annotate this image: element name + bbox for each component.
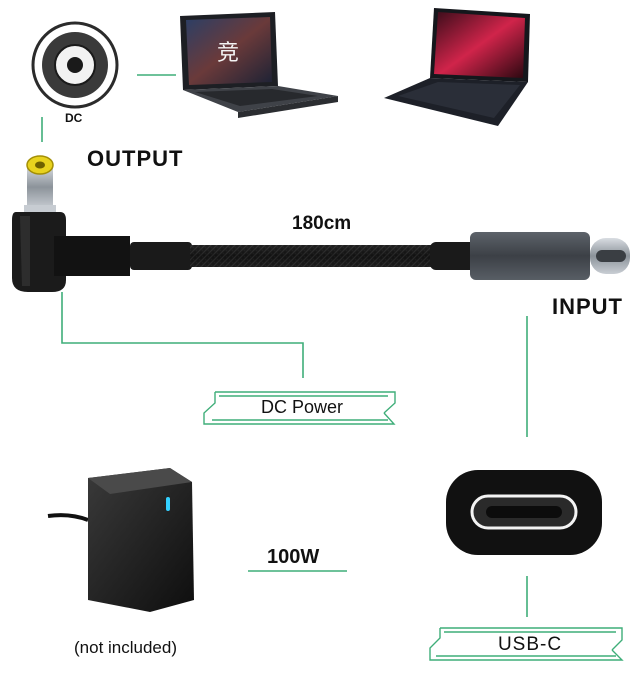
gaming-laptop-image: 竞 bbox=[180, 12, 338, 118]
not-included-label: (not included) bbox=[74, 638, 178, 657]
accent-lines bbox=[41, 74, 528, 617]
usb-c-label: USB-C bbox=[497, 634, 563, 655]
charger-brick-image bbox=[47, 468, 194, 612]
dc-port-icon bbox=[31, 21, 119, 109]
usb-c-port-image bbox=[446, 470, 602, 555]
usb-c-plug-image bbox=[430, 232, 630, 280]
dc-power-label: DC Power bbox=[260, 397, 344, 417]
usb-c-tag-frame bbox=[429, 627, 624, 661]
dc-port-label: DC bbox=[65, 111, 83, 125]
dc-power-tag-frame bbox=[203, 391, 396, 425]
business-laptop-image bbox=[384, 8, 530, 126]
cable-length-label: 180cm bbox=[292, 213, 352, 234]
output-label: OUTPUT bbox=[87, 146, 184, 171]
dc-tip-image bbox=[24, 155, 56, 213]
input-label: INPUT bbox=[552, 294, 623, 319]
dc-plug-body-image bbox=[12, 212, 192, 292]
svg-text:竞: 竞 bbox=[217, 41, 239, 66]
wattage-label: 100W bbox=[267, 546, 320, 568]
